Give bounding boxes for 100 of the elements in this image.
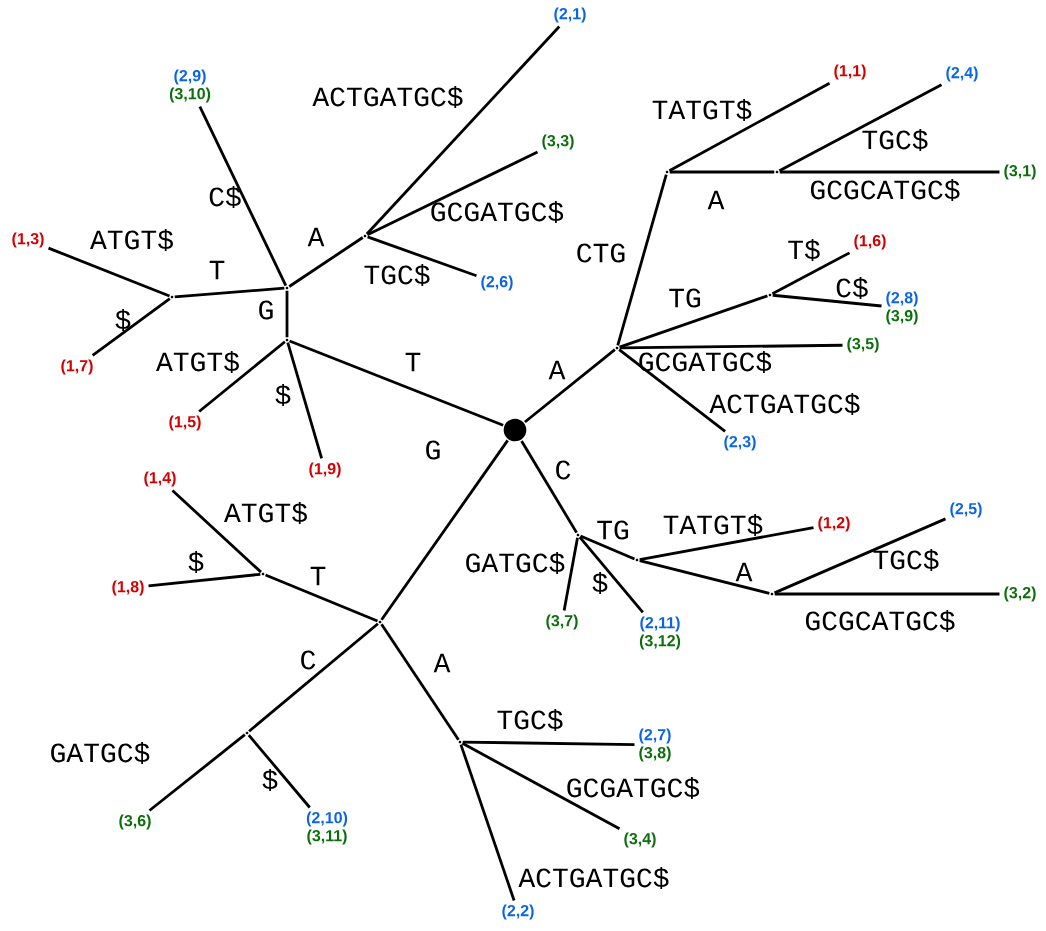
edge-label: $ xyxy=(275,383,291,407)
edge-label: ATGT$ xyxy=(156,350,239,374)
leaf-label: (2,1) xyxy=(554,7,586,23)
tree-edge xyxy=(578,536,644,614)
branch-point xyxy=(458,740,462,744)
tree-edge xyxy=(772,293,882,308)
tree-edge xyxy=(366,150,539,237)
branch-point xyxy=(615,346,619,350)
tree-edge xyxy=(579,534,636,561)
edge-label: TG xyxy=(597,520,629,540)
branch-point xyxy=(170,295,174,299)
branch-point xyxy=(665,170,669,174)
leaf-label: (3,1) xyxy=(1004,164,1036,180)
branch-point xyxy=(285,338,289,342)
leaf-label: (2,5) xyxy=(950,502,982,518)
edge-label: TGC$ xyxy=(873,548,939,572)
leaf-label: (1,5) xyxy=(169,415,201,431)
leaf-label: (2,9) (3,10) xyxy=(169,69,211,103)
tree-edge xyxy=(639,526,814,561)
edge-label: $ xyxy=(592,571,608,595)
edge-label: A xyxy=(707,190,725,210)
leaf-label: (3,2) xyxy=(1004,586,1036,602)
edge-label: ACTGATGC$ xyxy=(312,85,463,109)
edge-label: CTG xyxy=(577,243,625,263)
edge-label: ACTGATGC$ xyxy=(518,866,669,890)
edge-label: $ xyxy=(262,768,278,792)
edge-label: C$ xyxy=(836,276,868,300)
edge-label: G xyxy=(426,440,440,460)
tree-edge xyxy=(619,343,843,350)
tree-edge xyxy=(461,742,621,831)
edge-label: ATGT$ xyxy=(90,228,173,252)
tree-edge xyxy=(247,734,311,809)
edge-label: A xyxy=(548,360,566,380)
branch-point xyxy=(363,234,367,238)
tree-edge xyxy=(668,81,831,172)
leaf-label: (1,9) xyxy=(309,462,341,478)
edge-label: T xyxy=(310,566,326,586)
edge-label: GATGC$ xyxy=(51,741,150,765)
tree-edge xyxy=(520,440,578,534)
tree-edge xyxy=(669,170,775,174)
tree-edge xyxy=(778,83,943,172)
tree-edge xyxy=(286,342,323,459)
tree-edge xyxy=(265,573,378,623)
leaf-label: (1,7) xyxy=(61,359,93,375)
edge-label: $ xyxy=(115,308,131,332)
edge-label: GCGCATGC$ xyxy=(805,609,955,633)
leaf-label: (1,6) xyxy=(854,234,886,250)
leaf-label: (2,10) (3,11) xyxy=(306,811,348,845)
tree-edge xyxy=(619,294,768,349)
edge-label: C xyxy=(301,650,316,670)
tree-edge xyxy=(779,170,1000,174)
tree-edge xyxy=(380,623,460,741)
tree-edge xyxy=(524,348,616,424)
edge-label: TGC$ xyxy=(364,263,430,287)
edge-label: $ xyxy=(188,550,204,574)
edge-label: C xyxy=(556,460,571,480)
tree-edge xyxy=(288,236,364,288)
tree-edge xyxy=(380,439,509,621)
edge-label: GCGATGC$ xyxy=(431,200,564,224)
edge-label: TGC$ xyxy=(497,708,563,732)
tree-edge xyxy=(774,592,1000,596)
branch-point xyxy=(768,293,772,297)
tree-edge xyxy=(459,744,516,901)
tree-edge xyxy=(174,286,285,299)
tree-edge xyxy=(462,740,635,747)
leaf-label: (2,4) xyxy=(946,66,978,82)
tree-edge xyxy=(171,489,262,574)
branch-point xyxy=(261,572,265,576)
leaf-label: (1,4) xyxy=(144,471,176,487)
edge-label: GATGC$ xyxy=(466,551,565,575)
leaf-label: (2,11) (3,12) xyxy=(639,616,681,650)
tree-edge xyxy=(248,622,379,733)
branch-point xyxy=(285,286,289,290)
edge-label: T$ xyxy=(788,238,820,262)
leaf-label: (3,4) xyxy=(624,832,656,848)
edge-label: TATGT$ xyxy=(652,98,752,122)
tree-edge xyxy=(48,246,170,298)
tree-edge xyxy=(285,290,289,338)
tree-edge xyxy=(773,517,947,595)
edge-label: C$ xyxy=(209,185,241,209)
tree-edge xyxy=(618,348,726,433)
branch-point xyxy=(770,592,774,596)
tree-edge xyxy=(365,25,561,235)
edge-label: GCGATGC$ xyxy=(567,776,700,800)
edge-label: ACTGATGC$ xyxy=(709,392,860,416)
leaf-label: (1,1) xyxy=(834,64,866,80)
leaf-label: (2,3) xyxy=(724,435,756,451)
tree-edge xyxy=(639,559,770,595)
leaf-label: (1,8) xyxy=(112,580,144,596)
branch-point xyxy=(635,558,639,562)
leaf-label: (1,3) xyxy=(12,232,44,248)
edge-label: T xyxy=(405,352,421,372)
tree-edge xyxy=(289,339,504,427)
leaf-label: (2,2) xyxy=(502,904,534,920)
tree-edge xyxy=(367,235,477,277)
leaf-label: (2,8) (3,9) xyxy=(886,291,918,325)
leaf-label: (2,6) xyxy=(481,275,513,291)
branch-point xyxy=(245,731,249,735)
edge-label: T xyxy=(209,260,225,280)
branch-point xyxy=(576,533,580,537)
